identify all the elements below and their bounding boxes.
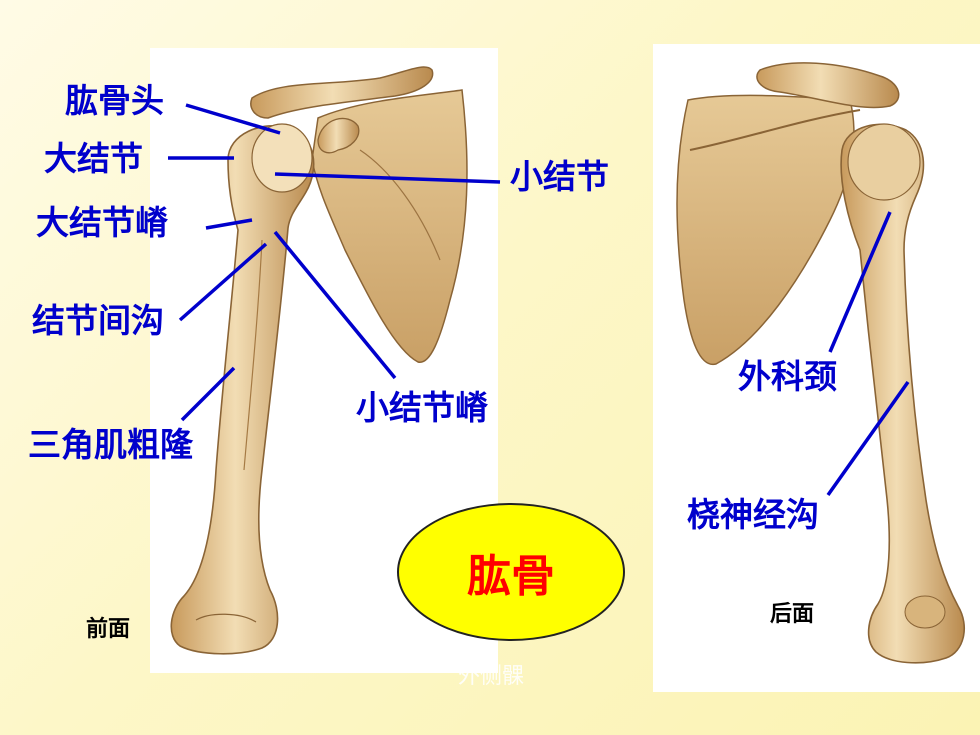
posterior-humerus — [840, 123, 966, 664]
label-lesser-tubercle: 小结节 — [510, 157, 609, 196]
leader-deltoid-tuberosity — [180, 366, 236, 422]
anterior-clavicle — [250, 66, 434, 119]
leader-radial-groove — [826, 380, 910, 497]
leader-lesser-tubercle — [274, 172, 501, 184]
label-anterior-view: 前面 — [86, 617, 131, 642]
label-intertubercular-groove: 结节间沟 — [32, 301, 164, 340]
title-oval: 肱骨 — [397, 503, 625, 641]
anterior-coracoid — [317, 117, 360, 154]
page-title: 肱骨 — [467, 551, 555, 602]
label-deltoid-tuberosity: 三角肌粗隆 — [28, 425, 193, 464]
leader-crest-greater-tubercle — [205, 218, 253, 230]
label-lateral-epicondyle: 外侧髁 — [458, 664, 525, 689]
label-greater-tubercle: 大结节 — [44, 139, 143, 178]
leader-humeral-head — [185, 103, 281, 135]
label-surgical-neck: 外科颈 — [738, 357, 837, 396]
anterior-humerus — [170, 123, 315, 655]
leader-surgical-neck — [828, 211, 892, 353]
leader-crest-lesser-tubercle — [273, 230, 397, 380]
label-radial-groove: 桡神经沟 — [687, 495, 819, 534]
posterior-scapula — [676, 94, 861, 366]
label-crest-greater-tubercle: 大结节嵴 — [36, 203, 168, 242]
label-humeral-head: 肱骨头 — [65, 81, 164, 120]
label-posterior-view: 后面 — [770, 602, 815, 627]
anterior-scapula — [311, 89, 468, 363]
label-crest-lesser-tubercle: 小结节嵴 — [356, 388, 488, 427]
posterior-clavicle — [756, 62, 900, 109]
leader-lines — [168, 103, 910, 497]
leader-intertubercular-groove — [178, 242, 268, 322]
